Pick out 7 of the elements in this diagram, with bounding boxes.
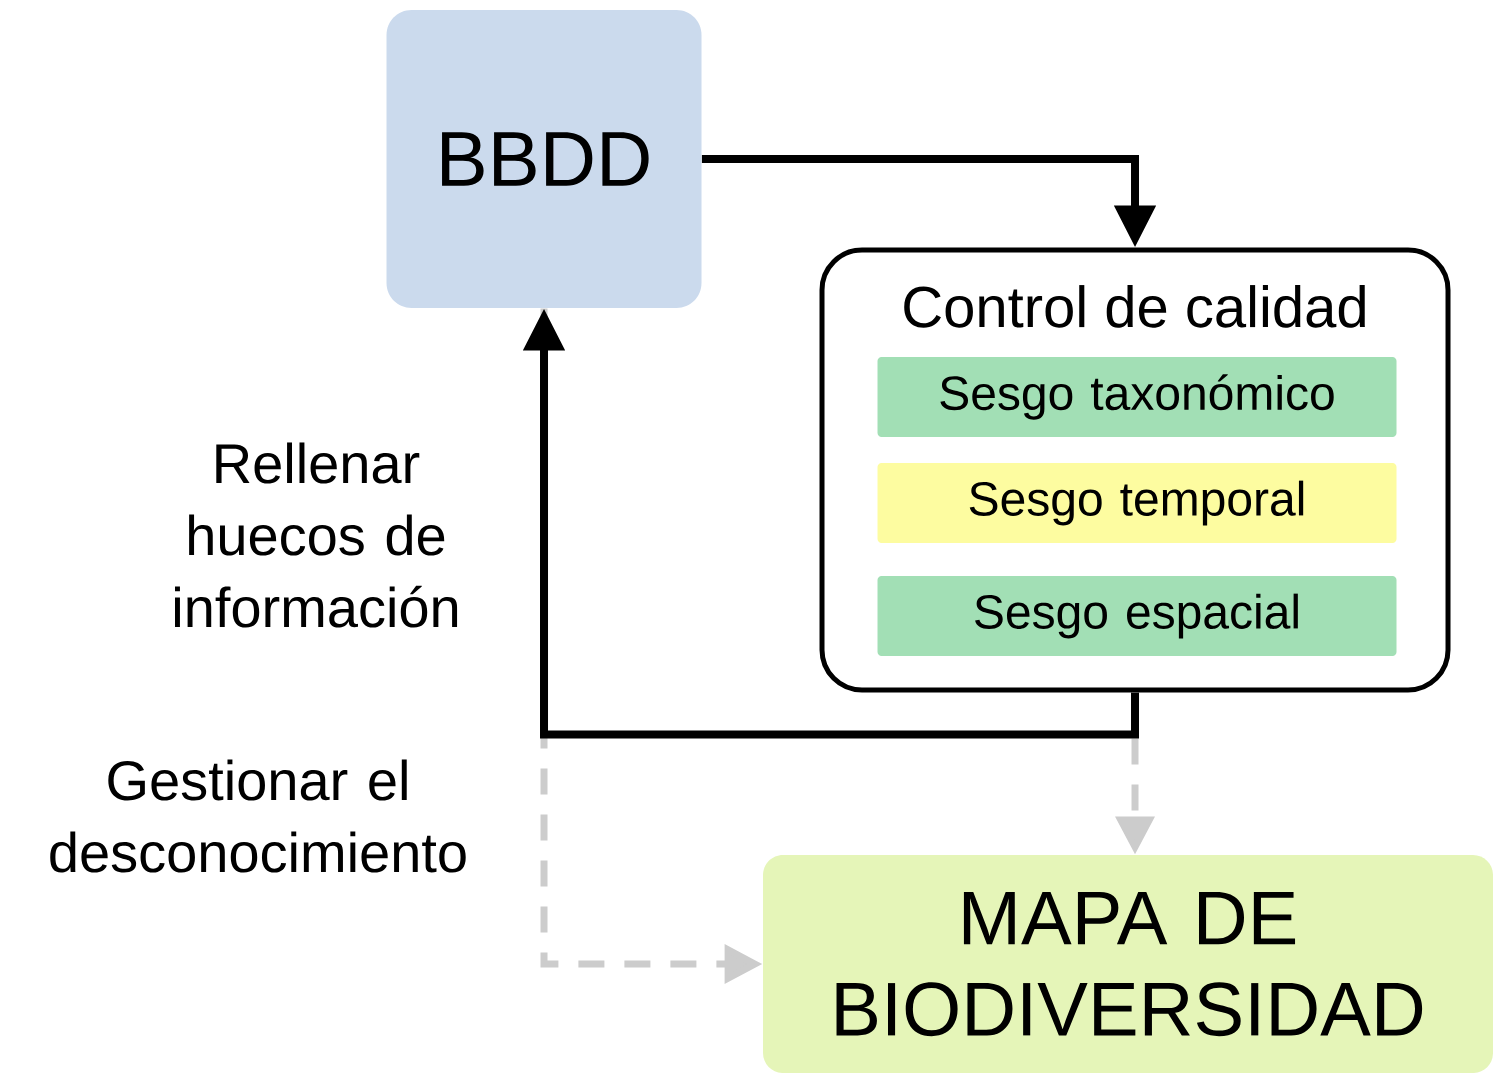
bias-box: Sesgo taxonómico	[877, 357, 1397, 437]
bias-box: Sesgo espacial	[877, 576, 1397, 656]
map-box: MAPA DE BIODIVERSIDAD	[763, 855, 1493, 1073]
edge-label: Rellenar huecos de información	[175, 442, 458, 628]
database-box: BBDD	[386, 10, 702, 308]
bias-box: Sesgo temporal	[877, 463, 1397, 543]
edge-label: Gestionar el desconocimiento	[50, 759, 466, 873]
